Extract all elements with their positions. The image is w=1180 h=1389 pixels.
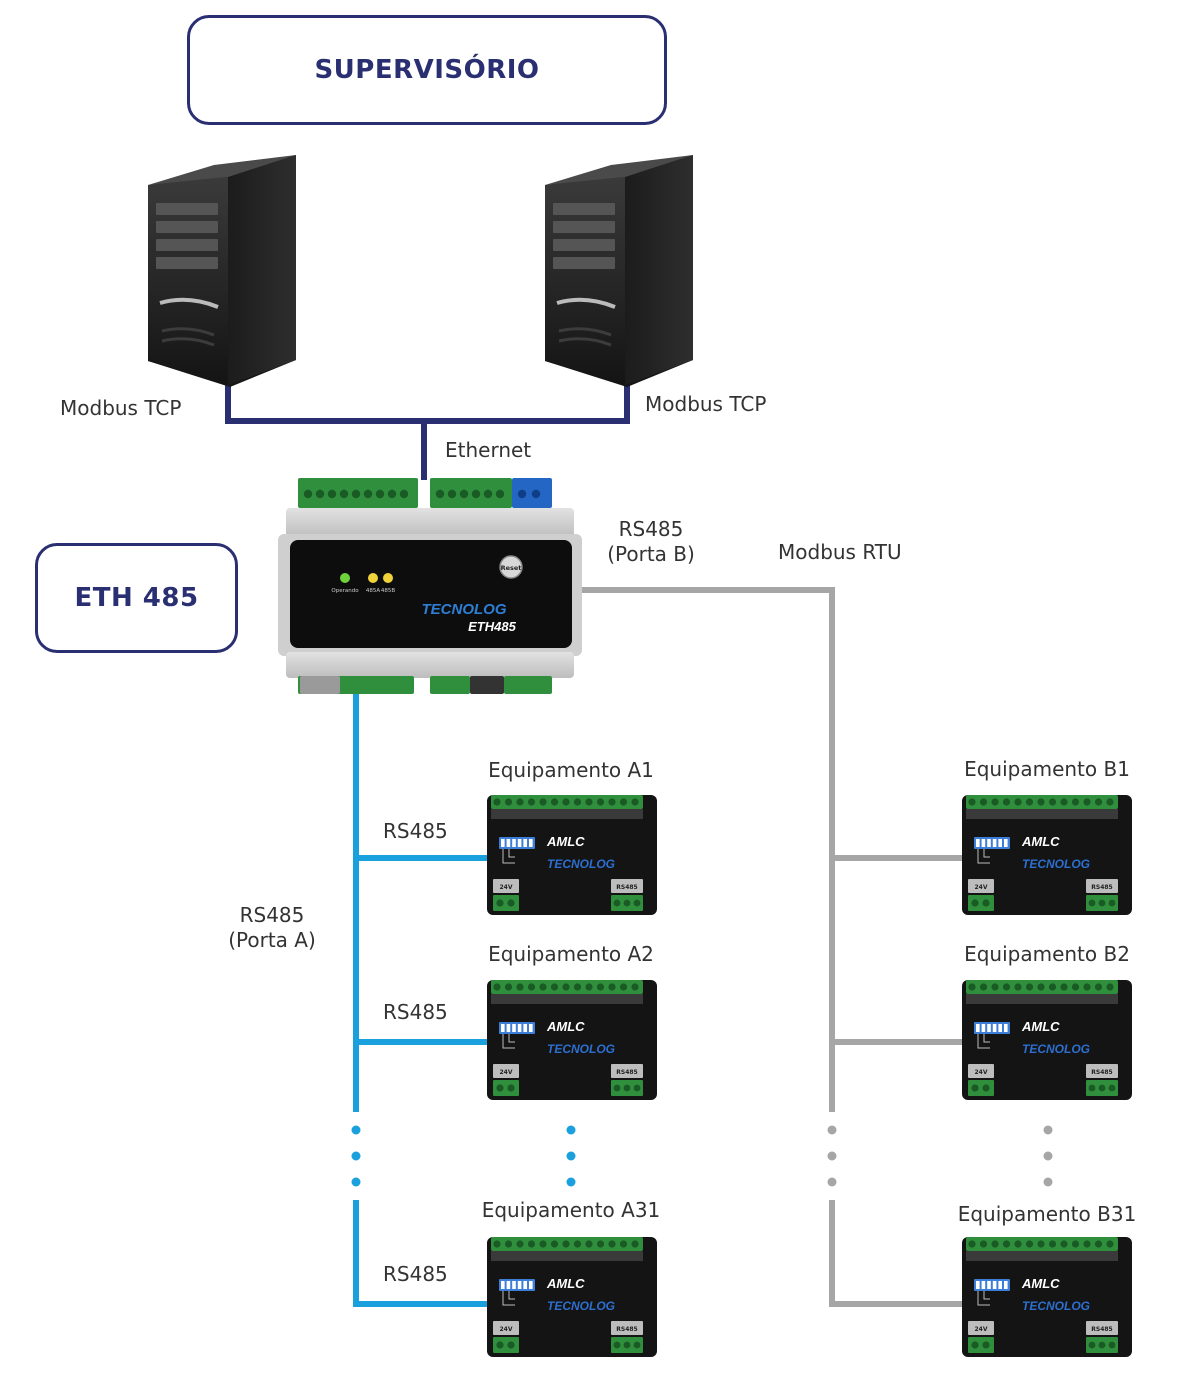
gateway-brand: TECNOLOG bbox=[422, 601, 507, 618]
branch-label-a2: RS485 bbox=[383, 1000, 448, 1024]
port-b-ellipsis bbox=[827, 1125, 1053, 1187]
device-brand-label: TECNOLOG bbox=[1022, 1042, 1090, 1056]
device-power-label: 24V bbox=[975, 1326, 988, 1333]
port-a-bus bbox=[353, 690, 490, 1307]
server-left-protocol-label: Modbus TCP bbox=[60, 396, 182, 420]
device-module-b31-icon: AMLC TECNOLOG 24V RS485 bbox=[962, 1237, 1132, 1357]
ethernet-link bbox=[225, 385, 630, 480]
terminal-screw bbox=[459, 489, 469, 499]
terminal-screw bbox=[387, 489, 397, 499]
port-a-ellipsis bbox=[351, 1125, 576, 1187]
port-b-trunk-lower bbox=[829, 1200, 965, 1307]
device-model-label: AMLC bbox=[1021, 1019, 1060, 1034]
led-label-operando: Operando bbox=[331, 588, 359, 594]
device-title-b2: Equipamento B2 bbox=[964, 942, 1130, 966]
terminal-screw bbox=[517, 489, 527, 499]
terminal-screw bbox=[375, 489, 385, 499]
terminal-screw bbox=[339, 489, 349, 499]
device-power-label: 24V bbox=[500, 1069, 513, 1076]
server-right-link bbox=[426, 385, 630, 424]
terminal-screw bbox=[399, 489, 409, 499]
device-title-a2: Equipamento A2 bbox=[488, 942, 654, 966]
server-right-protocol-label: Modbus TCP bbox=[645, 392, 767, 416]
device-title-b31: Equipamento B31 bbox=[957, 1202, 1137, 1226]
supervisor-label: SUPERVISÓRIO bbox=[314, 55, 540, 85]
eth485-gateway-icon: Operando 485A 485B Reset TECNOLOG ETH485 bbox=[278, 478, 582, 694]
device-model-label: AMLC bbox=[546, 1276, 585, 1291]
device-module-a2-icon: AMLC TECNOLOG 24V RS485 bbox=[487, 980, 657, 1100]
supervisor-box: SUPERVISÓRIO bbox=[187, 15, 667, 125]
reset-button-label: Reset bbox=[501, 564, 522, 572]
port-b-trunk bbox=[575, 587, 835, 1112]
led-label-485b: 485B bbox=[381, 588, 395, 594]
port-b-label-line1: RS485 bbox=[618, 517, 684, 541]
gateway-model: ETH485 bbox=[468, 619, 516, 634]
server-left-link bbox=[225, 385, 426, 424]
modbus-rtu-label: Modbus RTU bbox=[778, 540, 902, 564]
terminal-screw bbox=[303, 489, 313, 499]
device-bus-label: RS485 bbox=[616, 884, 637, 891]
device-module-a1-icon: AMLC TECNOLOG 24V RS485 bbox=[487, 795, 657, 915]
terminal-screw bbox=[327, 489, 337, 499]
gateway-box: ETH 485 bbox=[35, 543, 238, 653]
device-bus-label: RS485 bbox=[616, 1069, 637, 1076]
port-b-bus bbox=[575, 587, 965, 1307]
device-model-label: AMLC bbox=[1021, 1276, 1060, 1291]
terminal-screw bbox=[315, 489, 325, 499]
port-a-trunk-lower bbox=[353, 1200, 490, 1307]
device-bus-label: RS485 bbox=[616, 1326, 637, 1333]
device-power-label: 24V bbox=[500, 1326, 513, 1333]
server-tower-right-icon bbox=[545, 155, 693, 387]
device-bus-label: RS485 bbox=[1091, 1326, 1112, 1333]
device-brand-label: TECNOLOG bbox=[547, 857, 615, 871]
device-brand-label: TECNOLOG bbox=[547, 1299, 615, 1313]
device-brand-label: TECNOLOG bbox=[1022, 857, 1090, 871]
device-model-label: AMLC bbox=[546, 834, 585, 849]
port-a-label-line2: (Porta A) bbox=[228, 928, 316, 952]
terminal-screw bbox=[495, 489, 505, 499]
device-model-label: AMLC bbox=[546, 1019, 585, 1034]
branch-label-a1: RS485 bbox=[383, 819, 448, 843]
device-power-label: 24V bbox=[975, 1069, 988, 1076]
device-title-b1: Equipamento B1 bbox=[964, 757, 1130, 781]
branch-label-a31: RS485 bbox=[383, 1262, 448, 1286]
device-power-label: 24V bbox=[500, 884, 513, 891]
device-module-a31-icon: AMLC TECNOLOG 24V RS485 bbox=[487, 1237, 657, 1357]
led-label-485a: 485A bbox=[366, 588, 380, 594]
device-module-b1-icon: AMLC TECNOLOG 24V RS485 bbox=[962, 795, 1132, 915]
terminal-screw bbox=[471, 489, 481, 499]
terminal-screw bbox=[531, 489, 541, 499]
terminal-screw bbox=[351, 489, 361, 499]
device-title-a1: Equipamento A1 bbox=[488, 758, 654, 782]
server-tower-left-icon bbox=[148, 155, 296, 387]
device-brand-label: TECNOLOG bbox=[1022, 1299, 1090, 1313]
port-a-label: RS485 (Porta A) bbox=[228, 903, 316, 953]
port-b-label: RS485 (Porta B) bbox=[607, 517, 695, 567]
terminal-screw bbox=[447, 489, 457, 499]
ethernet-label: Ethernet bbox=[445, 438, 532, 462]
device-module-b2-icon: AMLC TECNOLOG 24V RS485 bbox=[962, 980, 1132, 1100]
device-bus-label: RS485 bbox=[1091, 884, 1112, 891]
gateway-label: ETH 485 bbox=[74, 583, 199, 613]
device-brand-label: TECNOLOG bbox=[547, 1042, 615, 1056]
device-title-a31: Equipamento A31 bbox=[481, 1198, 661, 1222]
terminal-screw bbox=[363, 489, 373, 499]
terminal-screw bbox=[483, 489, 493, 499]
device-model-label: AMLC bbox=[1021, 834, 1060, 849]
port-a-label-line1: RS485 bbox=[239, 903, 305, 927]
port-b-label-line2: (Porta B) bbox=[607, 542, 695, 566]
device-bus-label: RS485 bbox=[1091, 1069, 1112, 1076]
device-power-label: 24V bbox=[975, 884, 988, 891]
terminal-screw bbox=[435, 489, 445, 499]
